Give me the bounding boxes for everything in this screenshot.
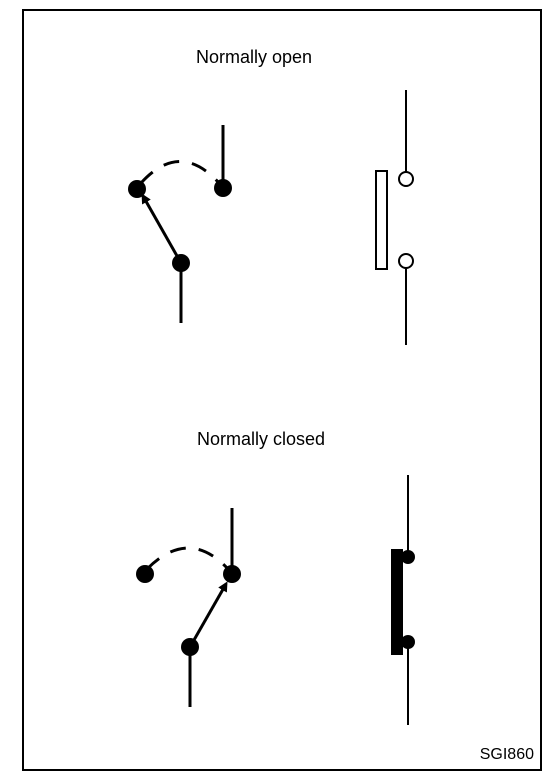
- travel-arc: [139, 160, 221, 185]
- pivot-point: [172, 254, 190, 272]
- moving-contact-arm: [188, 581, 228, 648]
- closed-terminal: [401, 550, 415, 564]
- open-terminal: [398, 253, 414, 269]
- normally-closed-symbol-b: [391, 475, 415, 725]
- normally-open-label: Normally open: [196, 47, 313, 67]
- normally-closed-symbol-a: [136, 508, 241, 707]
- pivot-point: [181, 638, 199, 656]
- contact-bar-open: [375, 170, 388, 270]
- open-terminal: [398, 171, 414, 187]
- contact-point: [214, 179, 232, 197]
- normally-open-symbol-a: [128, 125, 232, 323]
- figure-code: SGI860: [479, 746, 534, 763]
- moving-contact-arm: [141, 193, 183, 264]
- travel-arc: [145, 546, 230, 571]
- diagram-frame: [22, 9, 542, 771]
- contact-point: [136, 565, 154, 583]
- closed-terminal: [401, 635, 415, 649]
- contact-point: [128, 180, 146, 198]
- contact-point: [223, 565, 241, 583]
- normally-open-symbol-b: [375, 90, 414, 345]
- contact-bar-closed: [391, 549, 403, 655]
- normally-closed-label: Normally closed: [197, 429, 326, 449]
